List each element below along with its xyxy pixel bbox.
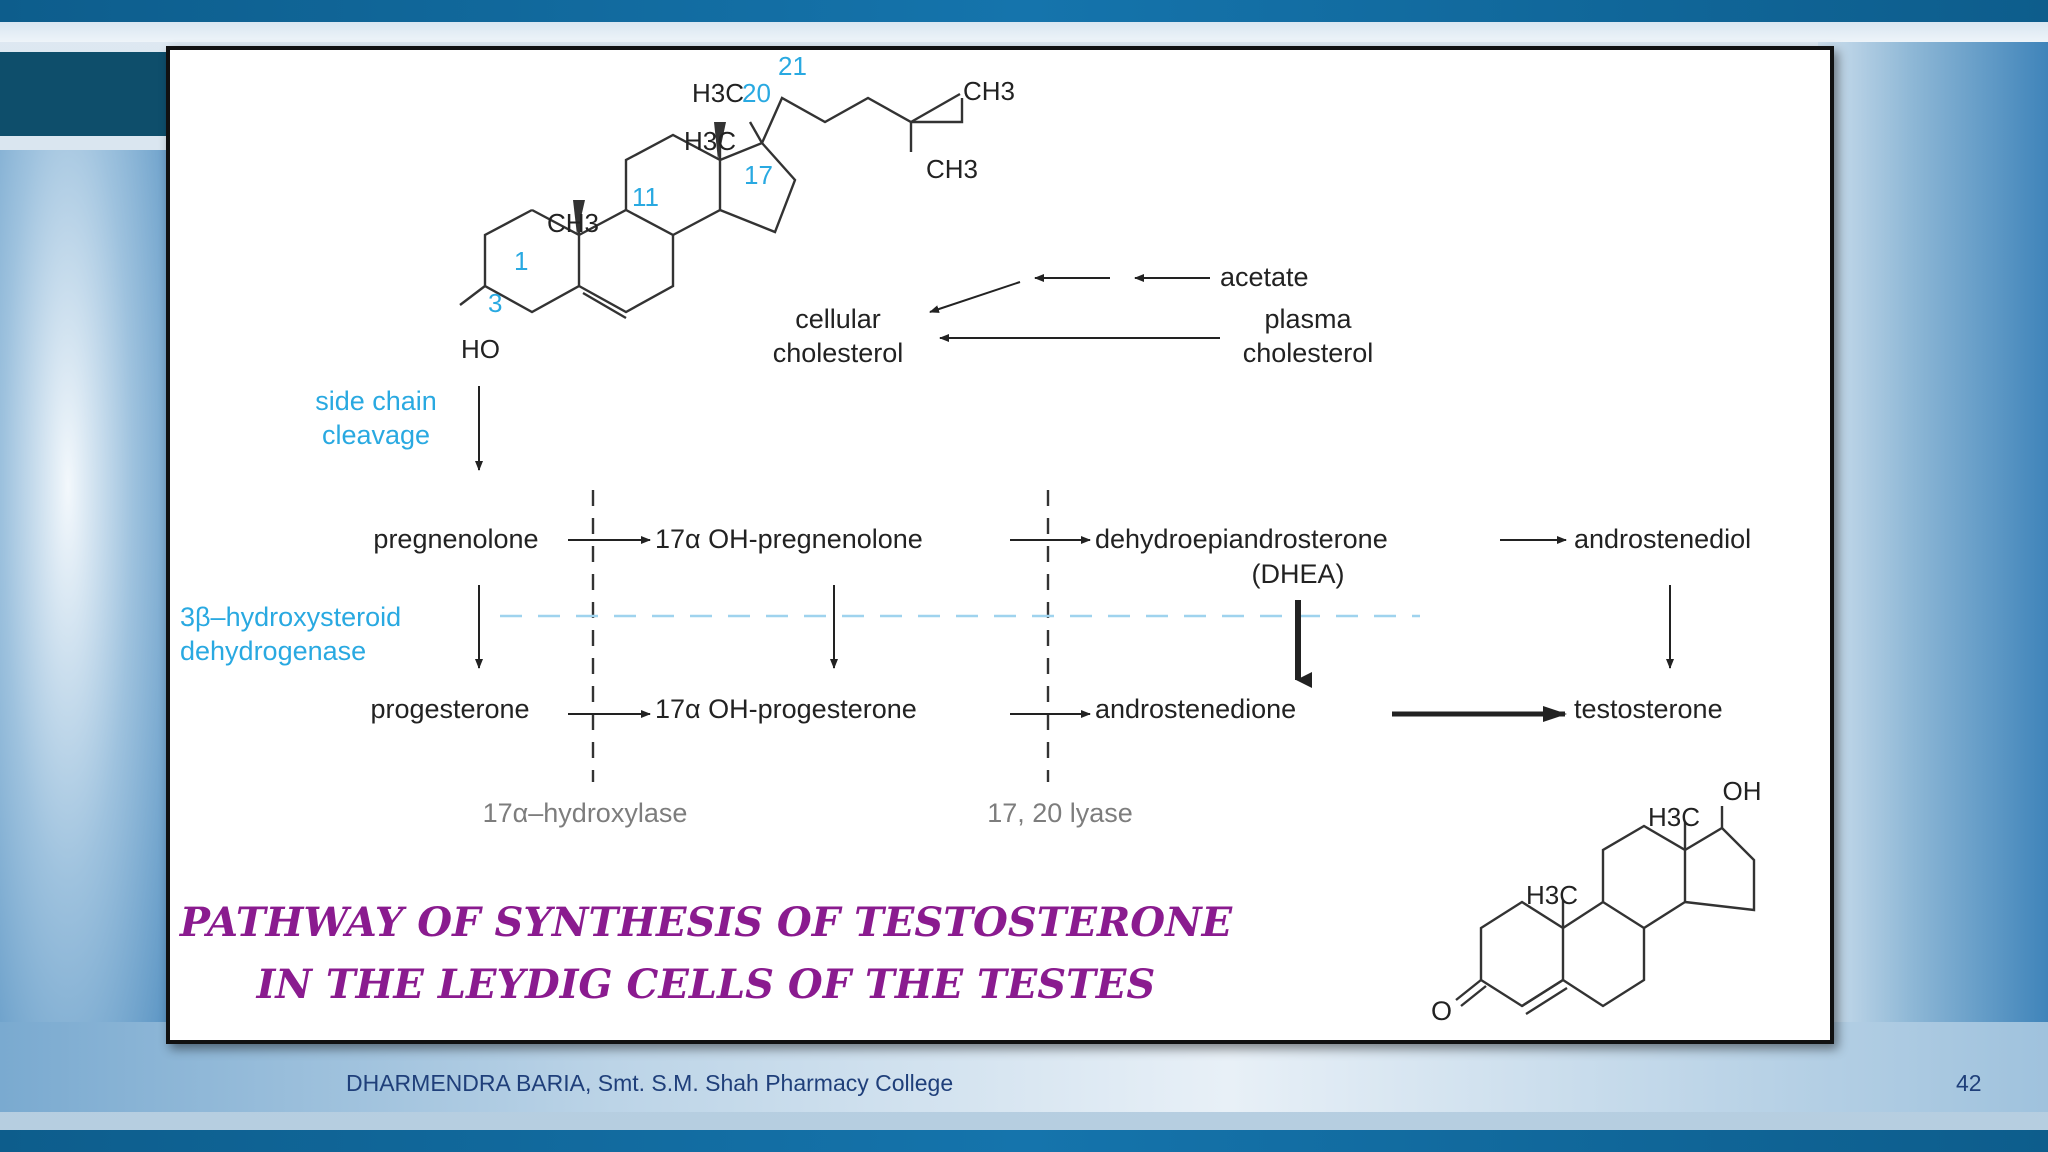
pathway-diagram: 21 20 17 11 1 3 H3C H3C CH3 CH3 CH3 HO a… <box>180 51 1762 1026</box>
dhea-label-2: (DHEA) <box>1252 559 1345 589</box>
progesterone-label: progesterone <box>370 694 529 724</box>
hsd-label-2: dehydrogenase <box>180 636 366 666</box>
slide-number: 42 <box>1956 1070 1982 1096</box>
testosterone-label: testosterone <box>1574 694 1723 724</box>
methyl-label-h3c-top: H3C <box>692 78 744 108</box>
testosterone-oxygen-label: O <box>1431 996 1452 1026</box>
hsd-label-1: 3β–hydroxysteroid <box>180 602 401 632</box>
plasma-cholesterol-label-1: plasma <box>1264 304 1352 334</box>
carbon-number-17: 17 <box>744 160 773 190</box>
androstenediol-label: androstenediol <box>1574 524 1751 554</box>
cellular-cholesterol-label-2: cholesterol <box>773 338 904 368</box>
lyase-label: 17, 20 lyase <box>987 798 1133 828</box>
caption-line-2: IN THE LEYDIG CELLS OF THE TESTES <box>256 961 1156 1008</box>
title-block <box>0 52 170 136</box>
background-right-decoration <box>1818 40 2048 1100</box>
bottom-bar <box>0 1130 2048 1152</box>
methyl-label-ch3-bottom: CH3 <box>926 154 978 184</box>
carbon-number-20: 20 <box>742 78 771 108</box>
carbon-number-11: 11 <box>632 182 659 212</box>
carbon-number-1: 1 <box>514 246 528 276</box>
caption-line-1: PATHWAY OF SYNTHESIS OF TESTOSTERONE <box>179 899 1233 946</box>
diagram-panel: 21 20 17 11 1 3 H3C H3C CH3 CH3 CH3 HO a… <box>166 46 1834 1044</box>
side-chain-cleavage-label-1: side chain <box>315 386 437 416</box>
top-bar <box>0 0 2048 22</box>
testosterone-h3c-ring-label: H3C <box>1526 880 1578 910</box>
background-left-decoration <box>0 150 170 1110</box>
acetate-label: acetate <box>1220 262 1309 292</box>
hydroxyl-label: HO <box>461 334 500 364</box>
methyl-label-ch3-ring: CH3 <box>547 208 599 238</box>
slide-caption: PATHWAY OF SYNTHESIS OF TESTOSTERONE IN … <box>170 892 1242 1016</box>
wedge-bond <box>573 200 585 235</box>
hydroxylase-label: 17α–hydroxylase <box>483 798 688 828</box>
pregnenolone-label: pregnenolone <box>373 524 538 554</box>
side-chain-cleavage-label-2: cleavage <box>322 420 430 450</box>
oh-pregnenolone-label: 17α OH-pregnenolone <box>655 524 923 554</box>
plasma-cholesterol-label-2: cholesterol <box>1243 338 1374 368</box>
wedge-bond <box>714 122 726 160</box>
oh-progesterone-label: 17α OH-progesterone <box>655 694 917 724</box>
testosterone-structure <box>1455 806 1756 1016</box>
carbon-number-3: 3 <box>488 288 502 318</box>
testosterone-oh-label: OH <box>1723 776 1762 806</box>
methyl-label-ch3-top: CH3 <box>963 76 1015 106</box>
footer-author: DHARMENDRA BARIA, Smt. S.M. Shah Pharmac… <box>346 1070 954 1096</box>
dhea-label-1: dehydroepiandrosterone <box>1095 524 1388 554</box>
cellular-cholesterol-label-1: cellular <box>795 304 881 334</box>
methyl-label-h3c-ring: H3C <box>684 126 736 156</box>
top-strip <box>0 22 2048 42</box>
androstenedione-label: androstenedione <box>1095 694 1296 724</box>
carbon-number-21: 21 <box>778 51 807 81</box>
testosterone-h3c-top-label: H3C <box>1648 802 1700 832</box>
